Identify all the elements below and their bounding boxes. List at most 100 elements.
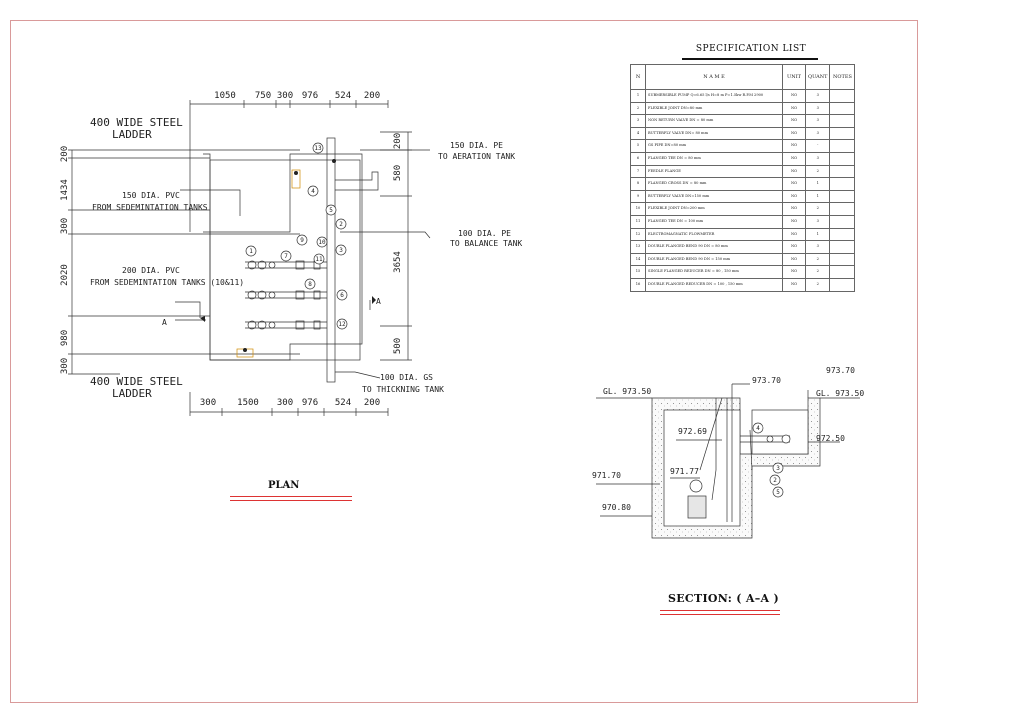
section-caption-underline [660,610,780,611]
spec-header-cell: NOTES [829,64,856,90]
drawing-border [10,20,918,703]
spec-cell [829,164,856,179]
dim-right: 500 [393,338,403,354]
spec-cell [829,277,856,292]
spec-header-cell: N [630,64,646,90]
spec-body: 1 SUBMERSIBLE PUMP Q=6.65 l/s H=8 m P=1.5… [630,89,856,292]
label-pvc150: 150 DIA. PVC [122,191,180,200]
spec-cell: 1 [804,227,831,242]
plan-marker: 11 [315,256,323,263]
label-pvc200: FROM SEDEMINTATION TANKS (10&11) [90,278,244,287]
spec-cell: 3 [804,240,831,254]
dim-left: 300 [60,358,70,374]
riser-pipe [711,398,717,501]
dim-top: 750 [255,91,271,101]
spec-cell: NO [782,89,806,103]
spec-cell: NO [782,189,806,204]
label-ladder-top: 400 WIDE STEEL [90,116,183,129]
spec-cell: 3 [804,89,831,103]
section-mark-left: A [162,318,167,327]
ladder-top-dot [294,171,298,175]
spec-cell: NO [782,151,806,166]
spec-cell [829,189,856,204]
pump-row-1 [247,260,321,270]
spec-cell [829,101,856,116]
spec-cell: 7 [630,164,646,179]
spec-cell: 3 [804,151,831,166]
label-pe150: 150 DIA. PE [450,141,503,150]
section-mark-right: A [376,297,381,306]
dim-top: 200 [364,91,380,101]
section-marker: 4 [756,425,760,432]
spec-cell: 3 [630,114,646,128]
label-ladder-bottom: LADDER [112,387,152,400]
dim-left: 1434 [60,179,70,201]
plan-marker: 8 [308,281,312,288]
spec-cell: FEEDLE FLANGE [645,164,783,179]
label-pe150: TO AERATION TANK [438,152,515,161]
plan-marker: 1 [249,248,253,255]
spec-cell: NO [782,265,806,279]
spec-cell: 2 [804,252,831,267]
plan-caption-underline [230,500,352,501]
spec-table: N N A M E UNIT QUANT NOTES 1 SUBMERSIBLE … [630,64,856,292]
spec-cell: 2 [804,202,831,216]
dim-bottom: 200 [364,398,380,408]
spec-cell: DOUBLE FLANGED REDUCER DN = 100 , 150 mm [645,277,783,292]
dim-right: 3654 [393,251,403,273]
spec-cell: NO [782,277,806,292]
spec-cell [829,139,856,153]
spec-cell: 3 [804,101,831,116]
spec-cell: NO [782,240,806,254]
spec-cell: BUTTERFLY VALVE DN= 80 mm [645,126,783,141]
label-ladder-top: LADDER [112,128,152,141]
dim-left: 980 [60,330,70,346]
dim-bottom: 300 [277,398,293,408]
section-marker: 2 [773,477,777,484]
spec-title-underline [682,58,818,60]
spec-cell: SUBMERSIBLE PUMP Q=6.65 l/s H=8 m P=1.5k… [645,89,783,103]
spec-cell: NO [782,101,806,116]
riser-dot [332,159,336,163]
dim-top: 1050 [214,91,236,101]
tank-inner-wall [209,159,361,361]
spec-cell: 3 [804,126,831,141]
spec-cell: NO [782,164,806,179]
plan-marker: 4 [311,188,315,195]
label-gs100: TO THICKNING TANK [362,385,444,394]
dim-top: 524 [335,91,351,101]
spec-cell: 9 [630,189,646,204]
spec-cell: SINGLE FLANGED REDUCER DN = 80 , 150 mm [645,265,783,279]
spec-cell: NO [782,252,806,267]
spec-cell: NO [782,177,806,191]
spec-cell: 2 [804,164,831,179]
level-gl-right: GL. 973.50 [816,389,864,398]
pump-row-2 [247,290,321,300]
spec-cell: NO [782,214,806,229]
spec-cell: 10 [630,202,646,216]
spec-header-cell: N A M E [645,64,783,90]
spec-cell: FLEXIBLE JOINT DN=200 mm [645,202,783,216]
spec-cell: 11 [630,214,646,229]
plan-marker: 9 [300,237,304,244]
spec-header-row: N N A M E UNIT QUANT NOTES [630,64,856,90]
spec-cell: NO [782,114,806,128]
dim-bottom: 300 [200,398,216,408]
plan-caption-underline [230,496,352,497]
spec-cell: 12 [630,227,646,242]
spec-cell: NO [782,227,806,242]
spec-cell [829,202,856,216]
spec-cell: NO [782,126,806,141]
spec-cell: BUTTERFLY VALVE DN=150 mm [645,189,783,204]
